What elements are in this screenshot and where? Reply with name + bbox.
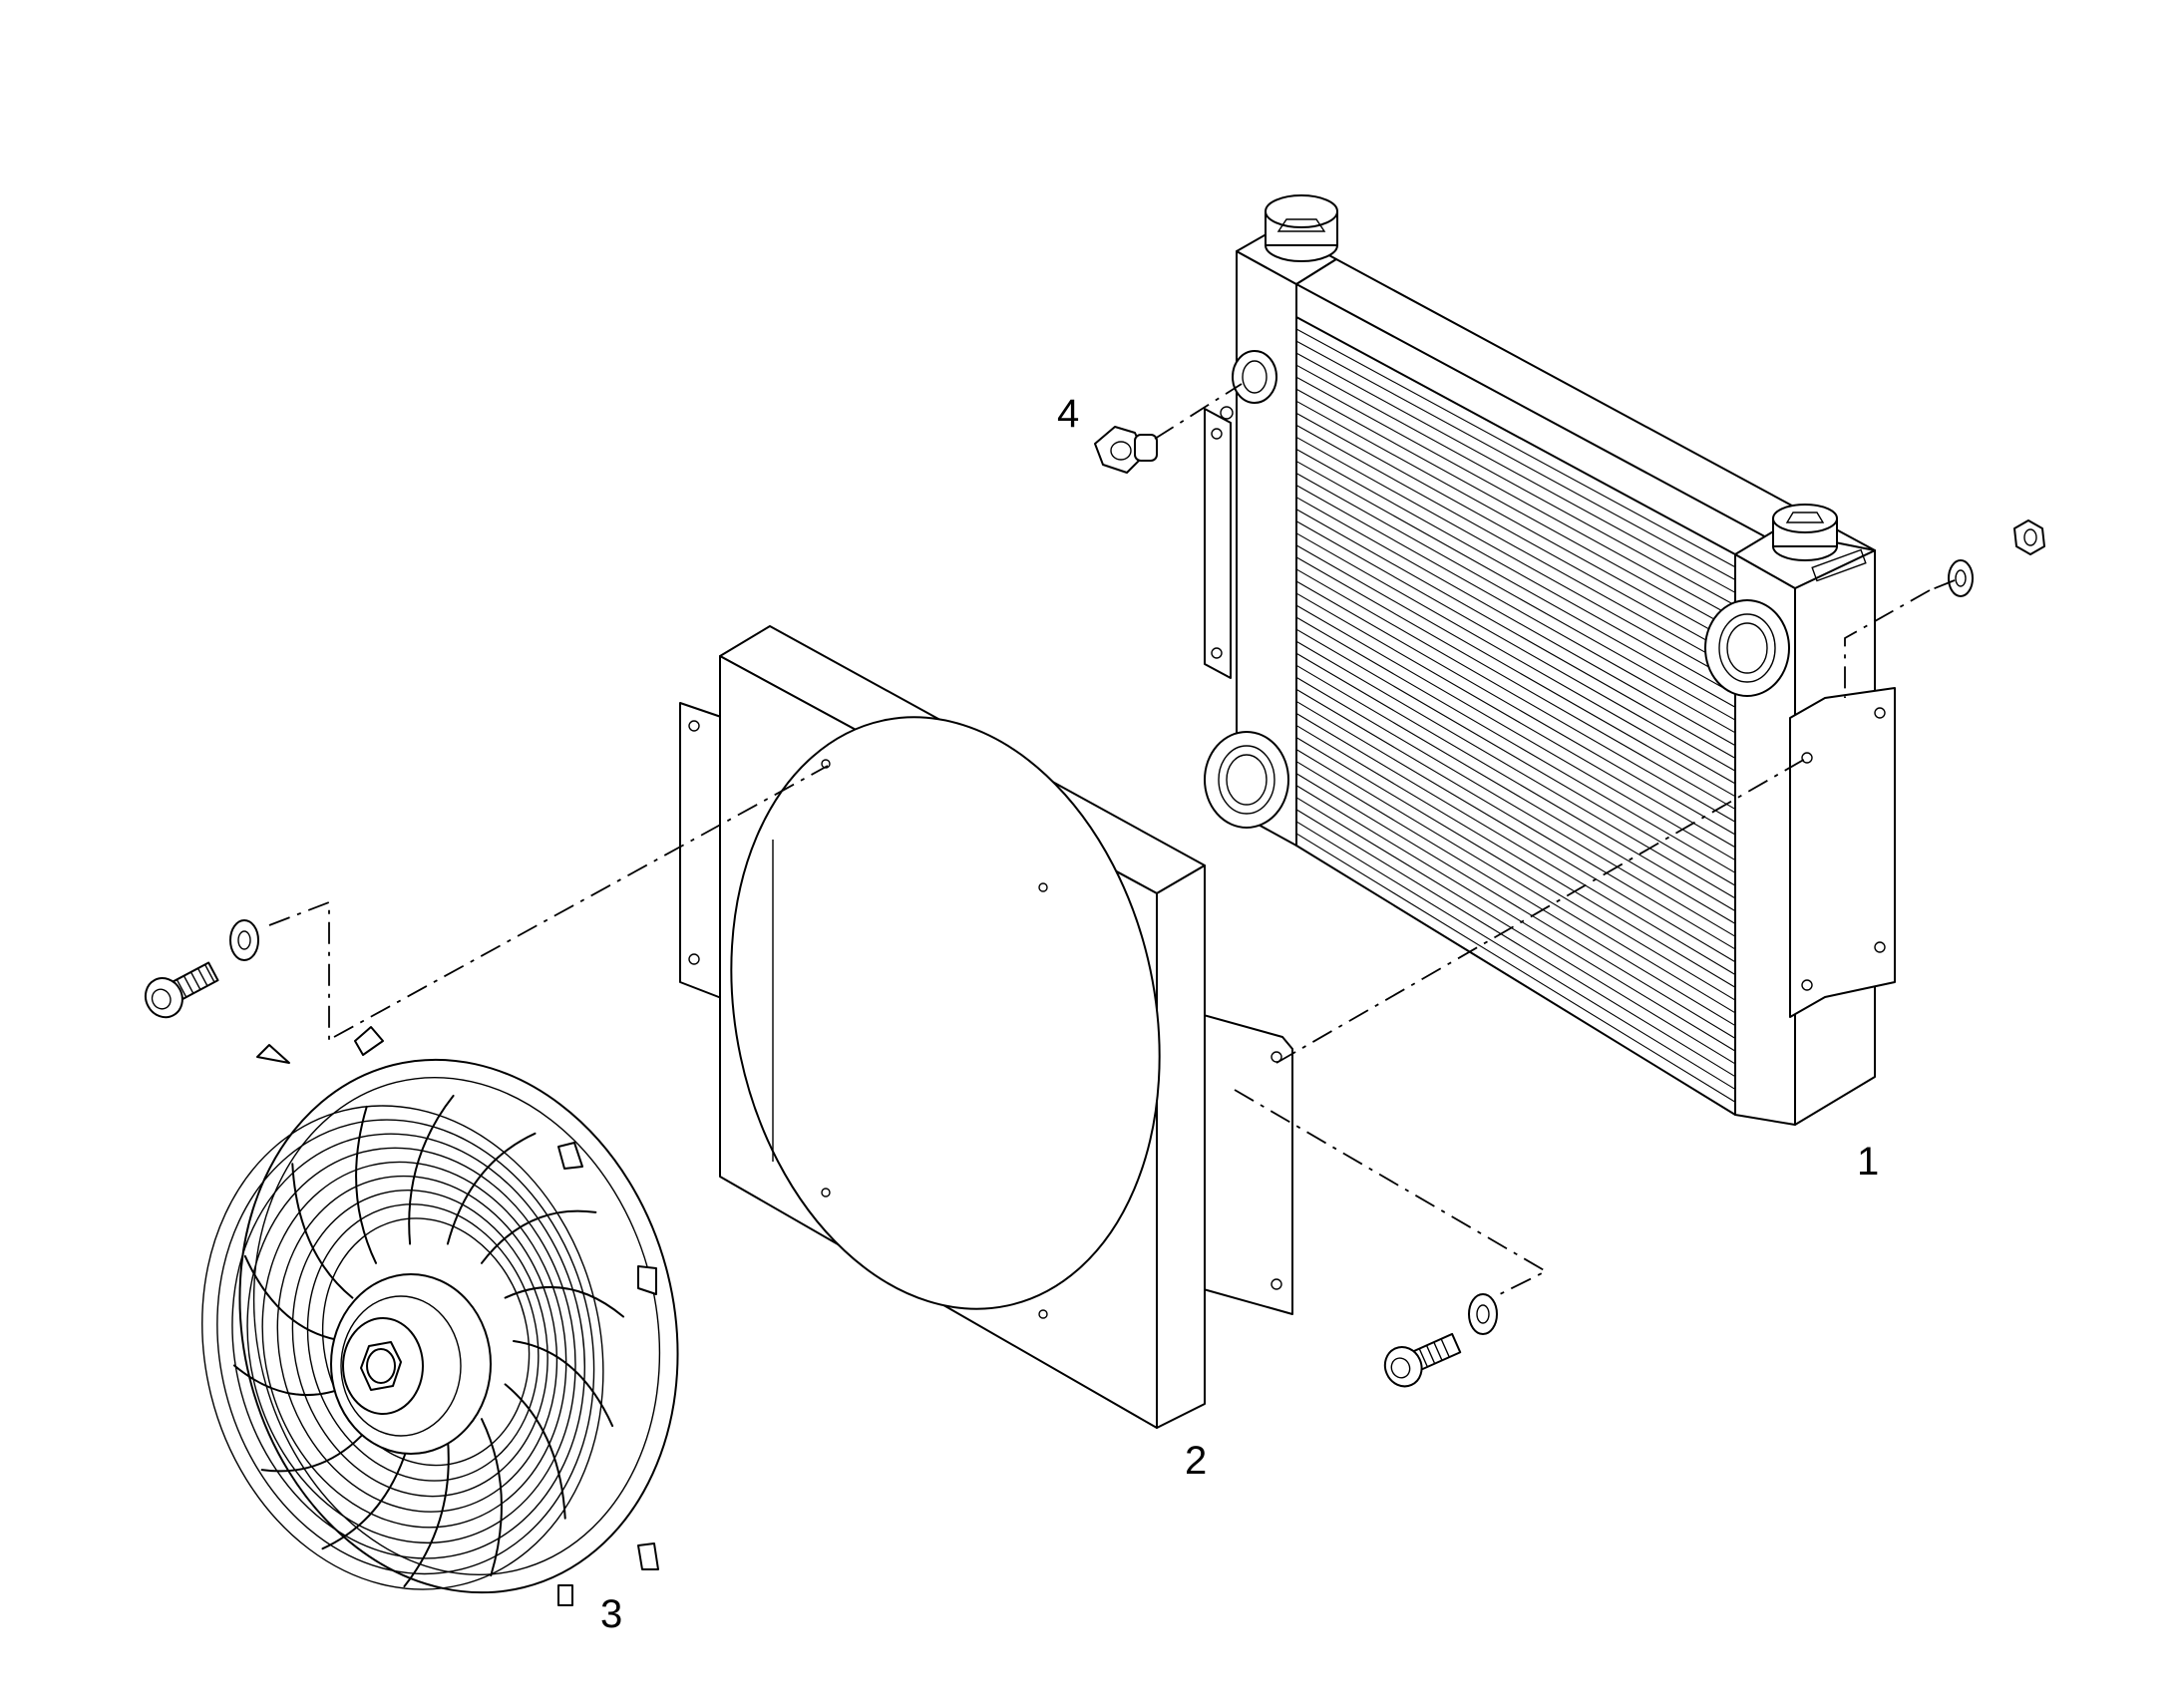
hardware-top-right[interactable] [1948,519,2045,597]
hardware-bottom-right[interactable] [1379,1293,1498,1392]
fan-shroud-part[interactable] [678,625,1293,1429]
assembly-center-lines [268,383,1956,1297]
callout-3: 3 [600,1592,622,1636]
electric-fan-part[interactable] [152,1013,732,1639]
radiator-part[interactable] [1204,194,1896,1126]
hardware-left[interactable] [139,919,259,1024]
callout-2: 2 [1185,1439,1207,1483]
callout-4: 4 [1057,392,1079,436]
callout-1: 1 [1857,1140,1879,1184]
plug-fitting-part[interactable] [1094,426,1158,474]
